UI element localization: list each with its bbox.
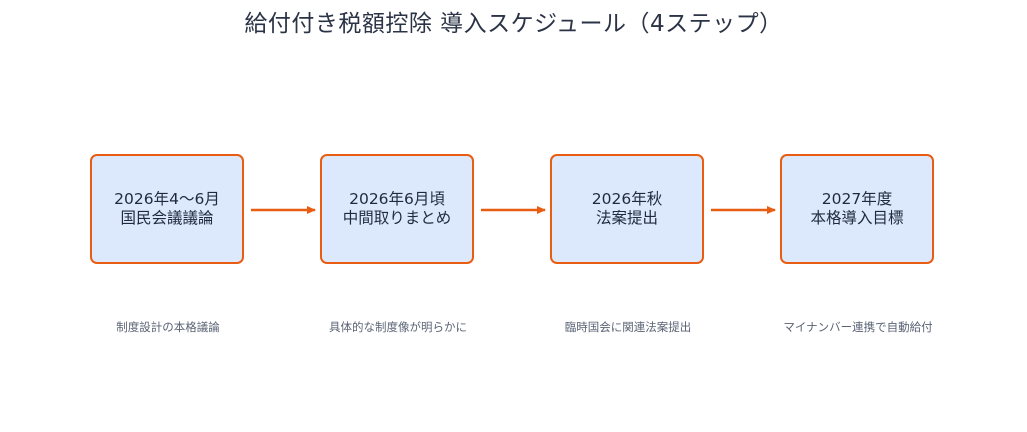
step-4-note: マイナンバー連携で自動給付 [783,320,933,334]
step-3-note: 臨時国会に関連法案提出 [564,320,692,334]
step-4-label: 本格導入目標 [810,209,904,227]
step-3-label: 法案提出 [595,209,658,227]
step-2-period: 2026年6月頃 [349,190,445,208]
step-1-box: 2026年4～6月 国民会議議論 [90,154,244,264]
step-1-label: 国民会議議論 [120,209,214,227]
step-4-box: 2027年度 本格導入目標 [780,154,934,264]
step-2-label: 中間取りまとめ [342,209,452,227]
step-3-period: 2026年秋 [591,190,663,208]
step-2-box: 2026年6月頃 中間取りまとめ [320,154,474,264]
step-2-note: 具体的な制度像が明らかに [329,320,467,334]
diagram-title: 給付付き税額控除 導入スケジュール（4ステップ） [244,11,783,37]
step-3-box: 2026年秋 法案提出 [550,154,704,264]
step-1-period: 2026年4～6月 [114,190,220,208]
step-4-period: 2027年度 [821,190,893,208]
step-1-note: 制度設計の本格議論 [116,320,220,334]
